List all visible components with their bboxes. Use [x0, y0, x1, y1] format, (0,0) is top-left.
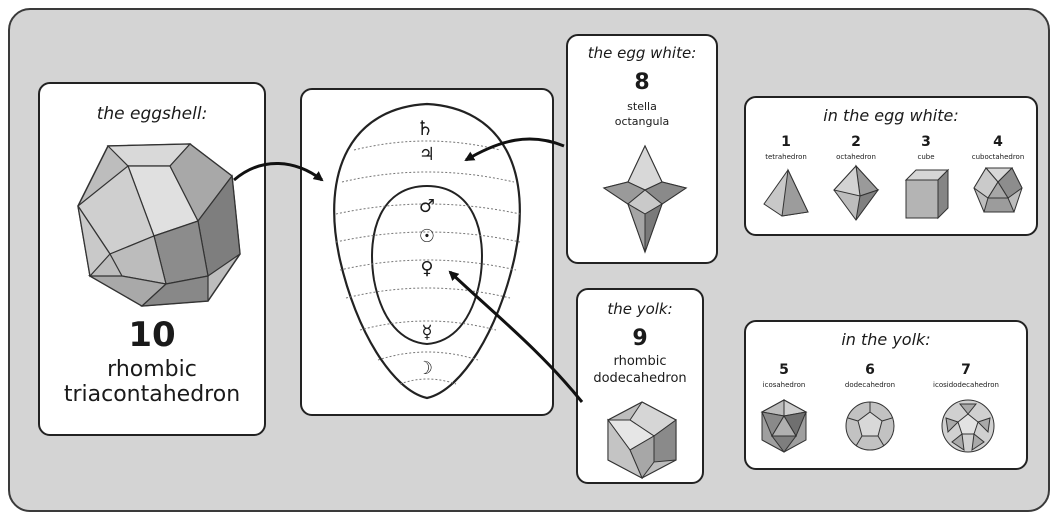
icosahedron-label: icosahedron	[762, 381, 806, 389]
yolk-name-line2: dodecahedron	[593, 371, 687, 386]
egg-white-name-line1: stella	[627, 100, 657, 113]
in-yolk-card: in the yolk: 5 icosahedron 6 dodecahedro…	[744, 320, 1028, 470]
octahedron-number: 2	[851, 134, 861, 150]
rhombic-dodecahedron-icon	[607, 401, 677, 480]
moon-symbol: ☽	[416, 358, 434, 379]
icosidodecahedron-icon	[941, 399, 995, 453]
yolk-name-line1: rhombic	[613, 354, 667, 369]
tetrahedron-icon	[763, 168, 809, 217]
egg-diagram-card: ♄ ♃ ♂ ☉ ♀ ☿ ☽	[300, 88, 554, 416]
icosahedron-icon	[760, 399, 808, 453]
eggshell-number: 10	[128, 315, 176, 355]
saturn-symbol: ♄	[416, 116, 434, 140]
cube-number: 3	[921, 134, 931, 150]
mercury-symbol: ☿	[421, 322, 433, 343]
venus-symbol: ♀	[420, 258, 434, 279]
icosahedron-number: 5	[779, 362, 789, 378]
stella-octangula-icon	[602, 144, 688, 254]
egg-white-name-line2: octangula	[614, 115, 670, 128]
egg-white-heading: the egg white:	[587, 44, 697, 62]
eggshell-card: the eggshell: 10 rhombic triacontahedron	[38, 82, 266, 436]
in-yolk-heading: in the yolk:	[841, 330, 931, 349]
rhombic-triacontahedron-icon	[77, 143, 241, 307]
octahedron-label: octahedron	[836, 153, 876, 161]
cuboctahedron-number: 4	[993, 134, 1003, 150]
icosidodecahedron-number: 7	[961, 362, 971, 378]
egg-white-card: the egg white: 8 stella octangula	[566, 34, 718, 264]
yolk-card: the yolk: 9 rhombic dodecahedron	[576, 288, 704, 484]
cuboctahedron-icon	[973, 167, 1023, 213]
sun-symbol: ☉	[418, 226, 436, 247]
mars-symbol: ♂	[418, 196, 436, 217]
in-egg-white-heading: in the egg white:	[823, 106, 959, 125]
dodecahedron-label: dodecahedron	[844, 381, 896, 389]
egg-white-number: 8	[634, 70, 650, 95]
octahedron-icon	[833, 164, 880, 221]
cube-label: cube	[917, 153, 935, 161]
eggshell-name-line2: triacontahedron	[63, 382, 241, 407]
dodecahedron-number: 6	[865, 362, 875, 378]
icosidodecahedron-label: icosidodecahedron	[933, 381, 999, 389]
cube-icon	[904, 168, 950, 220]
jupiter-symbol: ♃	[418, 144, 436, 165]
yolk-number: 9	[632, 326, 648, 351]
egg-diagram-drawing	[333, 102, 521, 400]
in-egg-white-card: in the egg white: 1 tetrahedron 2 octahe…	[744, 96, 1038, 236]
tetrahedron-number: 1	[781, 134, 791, 150]
eggshell-heading: the eggshell:	[96, 104, 208, 124]
yolk-heading: the yolk:	[607, 300, 673, 318]
cuboctahedron-label: cuboctahedron	[971, 153, 1025, 161]
tetrahedron-label: tetrahedron	[765, 153, 807, 161]
eggshell-name-line1: rhombic	[107, 357, 197, 382]
dodecahedron-icon	[845, 401, 895, 451]
